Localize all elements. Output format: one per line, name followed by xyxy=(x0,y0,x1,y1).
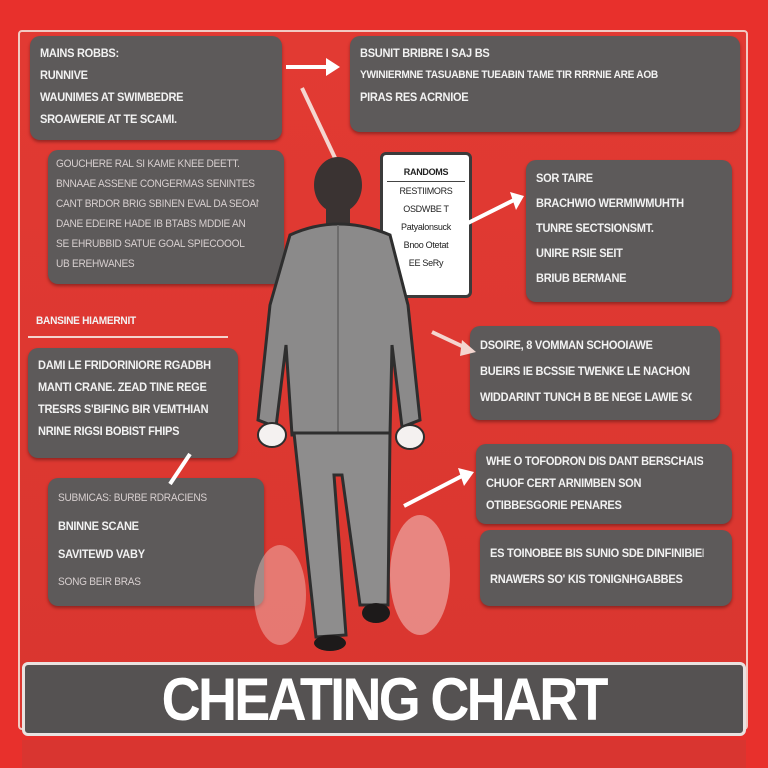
bottom-edge xyxy=(22,740,746,768)
panel-left-label: BANSINE HIAMERNIT xyxy=(28,306,228,338)
panel-line: MANTI CRANE. ZEAD TINE REGE xyxy=(38,380,207,394)
panel-top-left: MAINS ROBBS: RUNNIVE WAUNIMES AT SWIMBED… xyxy=(30,36,282,140)
panel-right-lower-1: WHE O TOFODRON DIS DANT BERSCHAIS CHUOF … xyxy=(476,444,732,524)
panel-line: DANE EDEIRE HADE IB BTABS MDDIE AN xyxy=(56,218,246,230)
head xyxy=(314,157,362,213)
arrow-diagonal xyxy=(300,87,338,161)
panel-right-lower-2: ES TOINOBEE BIS SUNIO SDE DINFINIBIERS R… xyxy=(480,530,732,606)
panel-mid-left: GOUCHERE RAL SI KAME KNEE DEETT. BNNAAE … xyxy=(48,150,284,284)
panel-line: SONG BEIR BRAS xyxy=(58,576,141,588)
note-line: RESTIIMORS xyxy=(399,186,453,196)
note-line: Patyalonsuck xyxy=(401,222,451,232)
note-line: Bnoo Otetat xyxy=(403,240,449,250)
smoke-puff xyxy=(390,515,450,635)
panel-line: SE EHRUBBID SATUE GOAL SPIECOOOL xyxy=(56,238,245,250)
man-figure xyxy=(254,157,450,651)
left-hand xyxy=(257,422,287,448)
panel-line: RNAWERS SO' KIS TONIGNHGABBES xyxy=(490,572,683,586)
panel-line: GOUCHERE RAL SI KAME KNEE DEETT. xyxy=(56,158,240,170)
panel-line: CHUOF CERT ARNIMBEN SON xyxy=(486,476,642,490)
right-shoe xyxy=(362,603,390,623)
title-banner: CHEATING CHART xyxy=(22,662,746,736)
panel-line: PIRAS RES ACRNIOE xyxy=(360,90,469,104)
panel-line: SROAWERIE AT TE SCAMI. xyxy=(40,112,177,126)
panel-left-lower: SUBMICAS: BURBE RDRACIENS BNINNE SCANE S… xyxy=(48,478,264,606)
panel-right-upper: SOR TAIRE BRACHWIO WERMIWMUHTH TUNRE SEC… xyxy=(526,160,732,302)
panel-line: YWINIERMNE TASUABNE TUEABIN TAME TIR RRR… xyxy=(360,69,658,81)
panel-line: TRESRS S'BIFING BIR VEMTHIAN xyxy=(38,402,209,416)
panel-top-right: BSUNIT BRIBRE I SAJ BS YWINIERMNE TASUAB… xyxy=(350,36,740,132)
panel-line: BSUNIT BRIBRE I SAJ BS xyxy=(360,46,490,60)
panel-line: WIDDARINT TUNCH B BE NEGE LAWIE SOM xyxy=(480,390,692,404)
panel-line: DAMI LE FRIDORINIORE RGADBH xyxy=(38,358,211,372)
panel-line: BANSINE HIAMERNIT xyxy=(36,315,136,327)
panel-line: RUNNIVE xyxy=(40,68,88,82)
right-hand xyxy=(395,424,425,450)
panel-left-middle: DAMI LE FRIDORINIORE RGADBH MANTI CRANE.… xyxy=(28,348,238,458)
panel-line: UNIRE RSIE SEIT xyxy=(536,246,623,260)
neck xyxy=(326,203,350,225)
panel-line: WAUNIMES AT SWIMBEDRE xyxy=(40,90,184,104)
panel-line: SUBMICAS: BURBE RDRACIENS xyxy=(58,492,207,504)
panel-line: CANT BRDOR BRIG SBINEN EVAL DA SEOANI xyxy=(56,198,259,210)
panel-line: SOR TAIRE xyxy=(536,171,593,185)
arrow-right-lower xyxy=(403,468,474,508)
note-line: EE SeRy xyxy=(408,258,444,268)
arrow-right-middle xyxy=(431,330,476,356)
panel-line: WHE O TOFODRON DIS DANT BERSCHAIS xyxy=(486,454,704,468)
panel-line: TUNRE SECTSIONSMT. xyxy=(536,221,654,235)
panel-line: DSOIRE, 8 VOMMAN SCHOOIAWE xyxy=(480,338,653,352)
panel-line: UB EREHWANES xyxy=(56,258,135,270)
arrow-right-upper xyxy=(461,192,524,228)
left-shoe xyxy=(314,635,346,651)
panel-line: BUEIRS IE BCSSIE TWENKE LE NACHON xyxy=(480,364,690,378)
panel-line: BRIUB BERMANE xyxy=(536,271,627,285)
panel-line: SAVITEWD VABY xyxy=(58,547,145,561)
note-line: RANDOMS xyxy=(387,163,465,182)
panel-line: MAINS ROBBS: xyxy=(40,46,119,60)
panel-line: BNNAAE ASSENE CONGERMAS SENINTES xyxy=(56,178,255,190)
panel-line: OTIBBESGORIE PENARES xyxy=(486,498,622,512)
panel-line: ES TOINOBEE BIS SUNIO SDE DINFINIBIERS xyxy=(490,546,704,560)
smoke-puff xyxy=(254,545,306,645)
arrow-top xyxy=(286,58,340,76)
panel-line: BRACHWIO WERMIWMUHTH xyxy=(536,196,684,210)
arrow-left-lower xyxy=(168,452,192,486)
panel-line: BNINNE SCANE xyxy=(58,519,139,533)
panel-line: NRINE RIGSI BOBIST FHIPS xyxy=(38,424,180,438)
panel-right-middle: DSOIRE, 8 VOMMAN SCHOOIAWE BUEIRS IE BCS… xyxy=(470,326,720,420)
banner-title: CHEATING CHART xyxy=(161,665,609,733)
note-line: OSDWBE T xyxy=(403,204,449,214)
